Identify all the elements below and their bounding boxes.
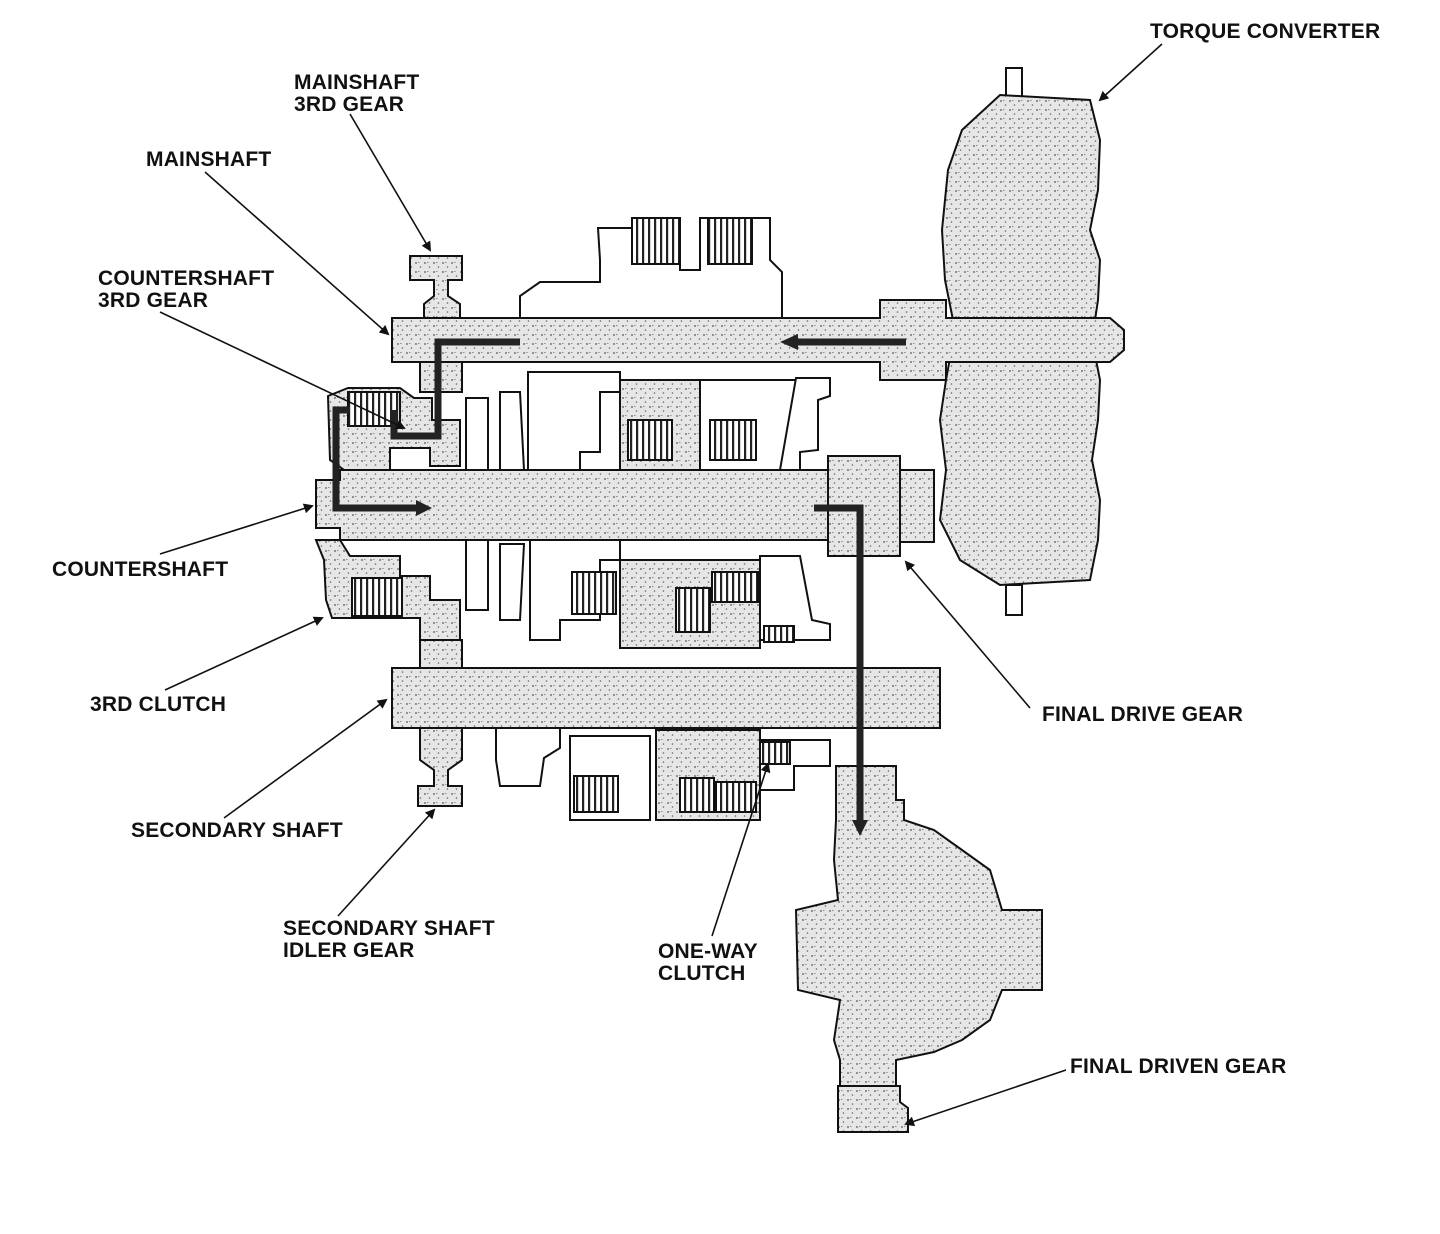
upper-clutch-housing	[519, 217, 783, 319]
label-mainshaft-3rd-gear: MAINSHAFT 3RD GEAR	[294, 72, 419, 116]
label-3rd-clutch: 3RD CLUTCH	[90, 693, 227, 716]
leader-secondary-shaft-idler-gear	[337, 808, 436, 917]
mid-lower-components	[465, 539, 831, 649]
label-torque-converter: TORQUE CONVERTER	[1150, 20, 1381, 43]
one-way-clutch	[495, 727, 831, 821]
leader-one-way-clutch	[711, 762, 771, 937]
label-one-way-clutch-line1: ONE-WAY	[658, 940, 758, 963]
label-secondary-shaft-idler-gear-line1: SECONDARY SHAFT	[283, 917, 495, 940]
leader-mainshaft-3rd-gear	[349, 113, 432, 252]
leader-torque-converter	[1098, 43, 1163, 102]
label-mainshaft: MAINSHAFT	[146, 148, 272, 171]
label-countershaft-3rd-gear-line2: 3RD GEAR	[98, 289, 209, 312]
label-secondary-shaft: SECONDARY SHAFT	[131, 819, 343, 842]
secondary-shaft-idler-gear	[417, 639, 463, 807]
label-one-way-clutch: ONE-WAY CLUTCH	[658, 941, 758, 985]
leader-lines	[159, 43, 1163, 1127]
leader-3rd-clutch	[164, 616, 324, 691]
leader-countershaft	[159, 503, 314, 555]
leader-countershaft-3rd-gear	[159, 311, 406, 430]
leader-final-drive-gear	[904, 560, 1031, 709]
leader-mainshaft	[204, 171, 390, 336]
final-drive-gear	[827, 455, 901, 557]
label-countershaft-3rd-gear-line1: COUNTERSHAFT	[98, 267, 275, 290]
label-final-drive-gear: FINAL DRIVE GEAR	[1042, 703, 1244, 726]
3rd-clutch	[314, 539, 461, 641]
label-one-way-clutch-line2: CLUTCH	[658, 962, 746, 985]
label-countershaft-3rd-gear: COUNTERSHAFT 3RD GEAR	[98, 268, 274, 312]
mid-upper-components	[465, 371, 831, 471]
label-secondary-shaft-idler-gear-line2: IDLER GEAR	[283, 939, 415, 962]
label-secondary-shaft-idler-gear: SECONDARY SHAFT IDLER GEAR	[283, 918, 495, 962]
secondary-shaft	[391, 667, 941, 729]
mainshaft	[391, 299, 1125, 381]
leader-final-driven-gear	[904, 1069, 1067, 1127]
label-mainshaft-3rd-gear-line2: 3RD GEAR	[294, 93, 405, 116]
label-final-driven-gear: FINAL DRIVEN GEAR	[1070, 1055, 1287, 1078]
final-driven-gear	[794, 765, 1043, 1133]
leader-secondary-shaft	[223, 698, 388, 819]
label-mainshaft-3rd-gear-line1: MAINSHAFT	[294, 71, 420, 94]
power-flow-path	[332, 334, 906, 836]
label-countershaft: COUNTERSHAFT	[52, 558, 229, 581]
